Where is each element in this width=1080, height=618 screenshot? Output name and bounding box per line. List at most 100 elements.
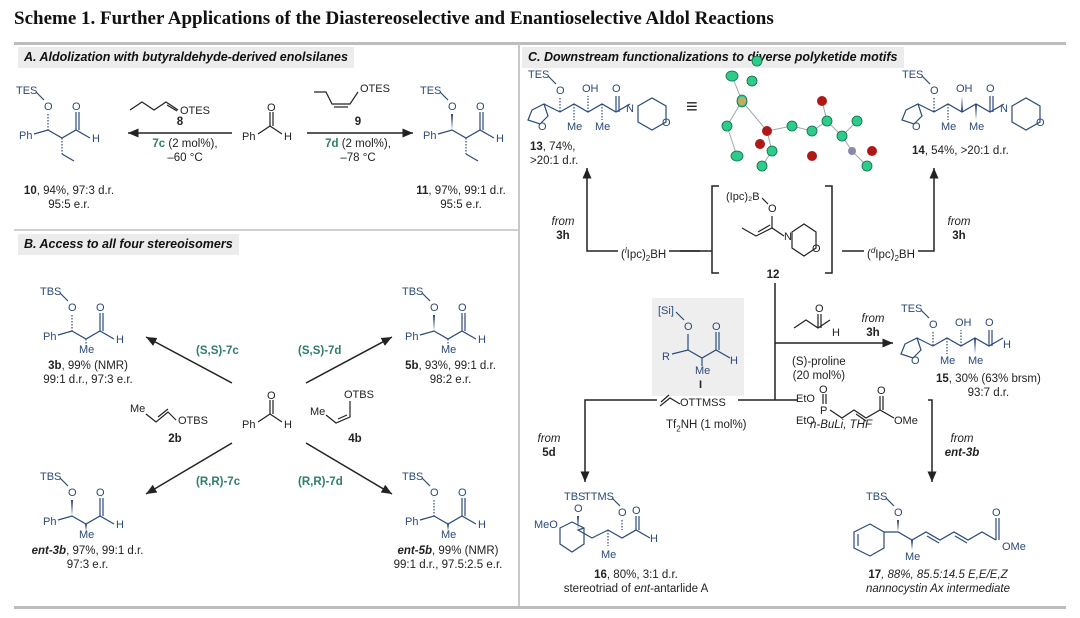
section-c-heading: C. Downstream functionalizations to dive… bbox=[522, 47, 904, 68]
section-divider-ab bbox=[14, 229, 518, 231]
svg-text:EtO: EtO bbox=[796, 393, 815, 405]
svg-text:O: O bbox=[476, 101, 485, 113]
svg-text:Me: Me bbox=[905, 551, 920, 563]
intermediate-12-id: 12 bbox=[766, 269, 780, 281]
structure-benzaldehyde-b: Ph O H bbox=[242, 390, 292, 431]
structure-9: OTES bbox=[314, 83, 390, 108]
structure-4b: Me OTBS bbox=[310, 389, 374, 424]
svg-text:O: O bbox=[68, 302, 77, 314]
structure-ent-5b: TBS O Ph O H Me bbox=[402, 471, 486, 538]
svg-text:O: O bbox=[458, 487, 467, 499]
structure-phosphonate: EtO EtO P O O OMe bbox=[796, 384, 918, 427]
svg-text:H: H bbox=[478, 334, 486, 346]
product-17-label: 17, 88%, 85.5:14.5 E,E/E,Z nannocystin A… bbox=[865, 569, 1011, 595]
svg-text:Me: Me bbox=[695, 365, 710, 377]
svg-text:TBS: TBS bbox=[402, 471, 423, 483]
catalyst-ss-7d: (S,S)-7d bbox=[298, 345, 342, 357]
structure-5b: TBS O Ph O H Me bbox=[402, 286, 486, 353]
reagent-d-ipc2bh: (dIpc)2BH bbox=[864, 244, 918, 267]
svg-text:TES: TES bbox=[902, 69, 923, 81]
svg-text:Me: Me bbox=[441, 344, 456, 353]
catalyst-rr-7c: (R,R)-7c bbox=[196, 476, 241, 488]
svg-text:O: O bbox=[1036, 117, 1045, 129]
structure-16: TBS TTMS O O MeO Me O H bbox=[534, 491, 658, 561]
product-ent-5b-label: ent-5b, 99% (NMR) 99:1 d.r., 97.5:2.5 e.… bbox=[393, 545, 503, 571]
svg-text:TES: TES bbox=[901, 303, 922, 315]
arrow-to-14 bbox=[842, 168, 939, 252]
svg-text:O: O bbox=[68, 487, 77, 499]
structure-17: TBS O Me O OMe bbox=[853, 491, 1026, 563]
svg-text:O: O bbox=[267, 102, 276, 114]
structure-8: OTES bbox=[129, 101, 210, 117]
generic-structure-box bbox=[652, 298, 744, 396]
product-3b-label: 3b, 99% (NMR) 99:1 d.r., 97:3 e.r. bbox=[43, 360, 133, 386]
section-a-heading: A. Aldolization with butyraldehyde-deriv… bbox=[18, 47, 354, 68]
svg-text:H: H bbox=[1003, 339, 1011, 351]
equivalence-sign: ≡ bbox=[686, 96, 698, 118]
svg-text:Ph: Ph bbox=[19, 130, 32, 142]
svg-text:O: O bbox=[812, 243, 821, 255]
svg-text:H: H bbox=[832, 327, 840, 339]
structure-13: TES O O Me OH Me O N O bbox=[527, 69, 671, 133]
svg-text:P: P bbox=[820, 405, 827, 417]
svg-text:[Si]: [Si] bbox=[658, 305, 674, 317]
svg-text:EtO: EtO bbox=[796, 415, 815, 427]
structure-12: (Ipc)₂B O N O bbox=[726, 191, 821, 257]
svg-text:Me: Me bbox=[441, 529, 456, 538]
conditions-nbuli: n-BuLi, THF bbox=[810, 419, 872, 431]
structure-I: [Si] O R O H Me I bbox=[658, 305, 738, 390]
svg-text:OMe: OMe bbox=[1002, 541, 1026, 553]
bracket-right bbox=[825, 185, 833, 274]
svg-text:Me: Me bbox=[968, 355, 983, 367]
svg-text:OTTMSS: OTTMSS bbox=[680, 397, 726, 409]
svg-text:O: O bbox=[44, 101, 53, 113]
svg-text:TBS: TBS bbox=[866, 491, 887, 503]
svg-text:OTBS: OTBS bbox=[344, 389, 374, 401]
structure-10: TES O Ph O H bbox=[16, 85, 100, 162]
svg-text:TES: TES bbox=[16, 85, 37, 97]
svg-text:Me: Me bbox=[567, 121, 582, 133]
svg-text:OH: OH bbox=[956, 83, 973, 95]
svg-text:TTMS: TTMS bbox=[584, 491, 614, 503]
svg-text:Me: Me bbox=[130, 403, 145, 415]
svg-text:Me: Me bbox=[601, 549, 616, 561]
svg-text:N: N bbox=[784, 231, 792, 243]
svg-text:N: N bbox=[626, 103, 634, 115]
structure-11: TES O Ph O H bbox=[420, 85, 504, 162]
svg-text:TBS: TBS bbox=[40, 471, 61, 483]
structure-benzaldehyde-a: Ph O H bbox=[242, 102, 292, 143]
xray-crystal-structure bbox=[721, 56, 877, 172]
svg-text:H: H bbox=[116, 519, 124, 531]
svg-text:O: O bbox=[768, 203, 777, 215]
svg-text:O: O bbox=[662, 117, 671, 129]
svg-text:O: O bbox=[267, 390, 276, 402]
product-13-label: 13, 74%, >20:1 d.r. bbox=[530, 141, 579, 167]
svg-text:I: I bbox=[699, 379, 702, 390]
svg-text:Ph: Ph bbox=[405, 331, 418, 343]
svg-text:O: O bbox=[458, 302, 467, 314]
arrow-b-top-left bbox=[145, 336, 233, 384]
product-15-label: 15, 30% (63% brsm) 93:7 d.r. bbox=[936, 373, 1041, 399]
product-16-label: 16, 80%, 3:1 d.r. stereotriad of ent-ant… bbox=[563, 569, 709, 595]
bracket-left bbox=[711, 185, 719, 274]
svg-text:O: O bbox=[911, 355, 920, 367]
product-11-label: 11, 97%, 99:1 d.r. 95:5 e.r. bbox=[416, 185, 506, 211]
arrow-to-13 bbox=[582, 168, 700, 252]
svg-text:O: O bbox=[618, 507, 627, 519]
svg-text:O: O bbox=[815, 303, 824, 315]
arrow-b-bottom-right bbox=[305, 442, 393, 495]
svg-text:Me: Me bbox=[595, 121, 610, 133]
reagent-9-id: 9 bbox=[354, 116, 362, 128]
product-ent-3b-label: ent-3b, 97%, 99:1 d.r. 97:3 e.r. bbox=[31, 545, 144, 571]
svg-text:O: O bbox=[986, 83, 995, 95]
svg-text:O: O bbox=[877, 385, 886, 397]
structure-15: TES O O Me OH Me O H bbox=[900, 303, 1011, 367]
product-14-label: 14, 54%, >20:1 d.r. bbox=[912, 145, 1009, 157]
svg-text:O: O bbox=[985, 317, 994, 329]
conditions-7c: 7c (2 mol%), –60 °C bbox=[152, 138, 218, 164]
svg-text:Ph: Ph bbox=[43, 331, 56, 343]
